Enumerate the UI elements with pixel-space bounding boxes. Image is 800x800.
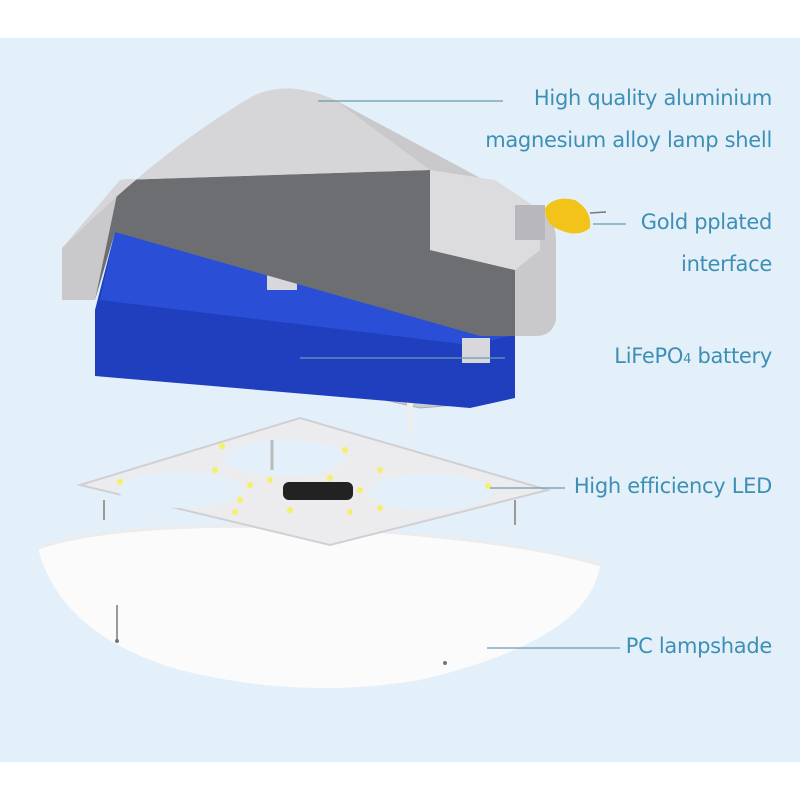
label-battery-subscript: 4 — [683, 352, 692, 367]
label-shell-line2: magnesium alloy lamp shell — [485, 128, 772, 152]
label-lampshade: PC lampshade — [625, 634, 773, 658]
lamp-shell — [62, 88, 556, 336]
label-led: High efficiency LED — [573, 474, 772, 498]
pc-lampshade — [37, 524, 601, 688]
label-battery-main: LiFePO — [614, 344, 684, 368]
label-interface-line2: interface — [681, 252, 772, 276]
led-board — [76, 416, 552, 547]
label-shell-line1: High quality aluminium — [533, 86, 772, 110]
label-interface-line1: Gold pplated — [640, 210, 773, 234]
label-battery-tail: battery — [691, 344, 772, 368]
label-battery: LiFePO4 battery — [614, 344, 772, 368]
gold-interface — [515, 198, 607, 240]
leader-lines — [300, 100, 626, 649]
